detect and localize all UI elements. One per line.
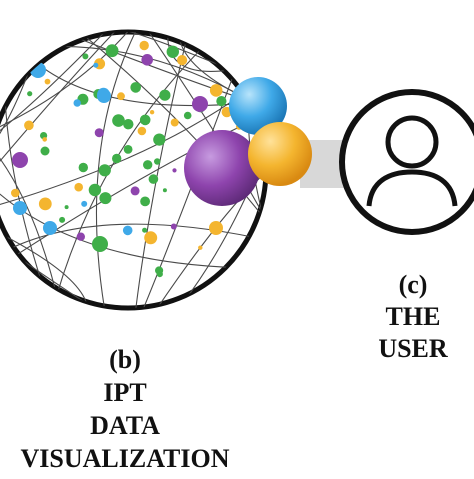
network-node: [107, 46, 114, 53]
network-node: [154, 158, 161, 165]
caption-c-line2: USER: [378, 334, 448, 363]
network-link: [109, 32, 232, 71]
network-node: [44, 78, 51, 85]
network-node: [82, 53, 89, 60]
network-link: [0, 32, 110, 142]
network-node: [144, 231, 158, 245]
network-node: [198, 245, 203, 250]
caption-the-user: (c) THE USER: [338, 272, 474, 368]
network-node: [98, 164, 111, 177]
network-node: [153, 133, 166, 146]
network-node: [11, 188, 20, 198]
network-node: [40, 146, 50, 156]
network-node: [74, 182, 83, 192]
network-node: [13, 201, 27, 215]
network-node: [112, 153, 122, 164]
network-link: [112, 312, 152, 316]
large-purple-node: [184, 130, 260, 206]
user-icon-ring: [339, 89, 474, 235]
network-node: [94, 128, 104, 138]
data-network: [0, 29, 269, 316]
network-link: [140, 72, 235, 308]
network-node: [78, 162, 89, 173]
network-node: [73, 99, 81, 107]
network-node: [170, 118, 179, 127]
network-node: [216, 96, 227, 107]
network-node: [130, 186, 140, 196]
network-node: [149, 110, 155, 115]
user-icon-shoulders: [366, 169, 458, 207]
network-node: [143, 160, 153, 170]
network-node: [88, 183, 102, 197]
network-link: [54, 45, 257, 105]
network-node: [162, 188, 167, 193]
network-node: [209, 84, 223, 97]
network-node: [159, 89, 171, 101]
caption-b-line3: VISUALIZATION: [20, 444, 230, 473]
network-link: [4, 95, 44, 287]
network-node: [130, 82, 141, 93]
network-node: [177, 55, 188, 66]
network-node: [140, 196, 151, 207]
caption-c-line1: THE: [385, 302, 441, 331]
network-node: [12, 152, 28, 168]
network-node: [137, 126, 147, 136]
network-node: [97, 89, 111, 103]
network-node: [172, 168, 177, 173]
network-link: [0, 179, 235, 269]
caption-ipt-data-visualization: (b) IPT DATA VISUALIZATION: [0, 347, 250, 479]
network-node: [166, 45, 179, 58]
network-node: [139, 40, 149, 51]
network-node: [59, 216, 66, 223]
caption-c-letter: (c): [398, 270, 428, 299]
caption-b-letter: (b): [109, 345, 141, 374]
network-node: [122, 225, 133, 236]
network-link: [0, 32, 121, 180]
network-link: [0, 141, 58, 296]
network-node: [81, 200, 88, 207]
network-node: [183, 111, 192, 120]
network-node: [27, 91, 33, 97]
caption-b-line2: DATA: [90, 411, 160, 440]
network-node: [192, 96, 208, 112]
network-link: [134, 38, 188, 308]
network-link: [0, 232, 89, 308]
network-link: [95, 32, 139, 308]
network-node: [123, 145, 133, 154]
network-node: [117, 92, 125, 101]
network-node: [112, 114, 125, 127]
network-node: [209, 221, 223, 235]
network-node: [43, 221, 57, 235]
network-node: [99, 192, 112, 205]
network-node: [142, 227, 148, 233]
network-node: [24, 120, 34, 131]
network-link: [0, 32, 134, 133]
network-node: [170, 223, 177, 230]
large-blue-node: [229, 77, 287, 135]
network-node: [42, 137, 47, 142]
network-node: [64, 205, 69, 210]
network-node: [139, 114, 151, 126]
user-silhouette-icon: [339, 89, 474, 235]
network-node: [76, 232, 86, 241]
large-orange-node: [248, 122, 312, 186]
network-link: [0, 89, 249, 209]
network-node: [92, 236, 108, 252]
caption-b-line1: IPT: [103, 378, 147, 407]
network-node: [155, 266, 164, 275]
network-node: [141, 54, 153, 66]
network-node: [123, 119, 134, 130]
network-node: [93, 62, 99, 68]
network-link: [33, 60, 256, 107]
user-icon-head: [385, 115, 439, 169]
network-node: [148, 174, 159, 184]
connector-arrow: [300, 140, 352, 188]
network-node: [38, 197, 52, 211]
